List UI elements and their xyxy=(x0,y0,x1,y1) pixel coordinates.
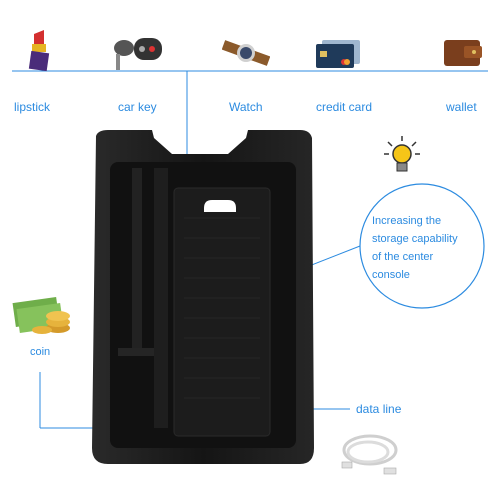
callout-line: console xyxy=(372,269,410,281)
coin-cash-icon xyxy=(12,297,70,334)
label-coin: coin xyxy=(30,346,51,358)
callout-line: storage capability xyxy=(372,233,458,245)
lipstick-icon xyxy=(28,30,50,72)
label-watch: Watch xyxy=(229,100,263,114)
callout-text: Increasing the storage capability of the… xyxy=(372,212,472,284)
usb-cable-icon xyxy=(341,434,398,475)
console-tray xyxy=(92,130,314,464)
wallet-icon xyxy=(444,40,482,66)
label-car-key: car key xyxy=(118,100,157,114)
label-wallet: wallet xyxy=(446,100,477,114)
credit-card-icon xyxy=(316,40,360,68)
watch-icon xyxy=(222,40,270,66)
callout-line: Increasing the xyxy=(372,215,442,227)
label-lipstick: lipstick xyxy=(14,100,51,114)
label-data-line: data line xyxy=(356,402,402,416)
car-key-icon xyxy=(114,38,162,70)
label-credit-card: credit card xyxy=(316,100,373,114)
callout-line: of the center xyxy=(372,251,434,263)
lightbulb-icon xyxy=(384,136,420,172)
